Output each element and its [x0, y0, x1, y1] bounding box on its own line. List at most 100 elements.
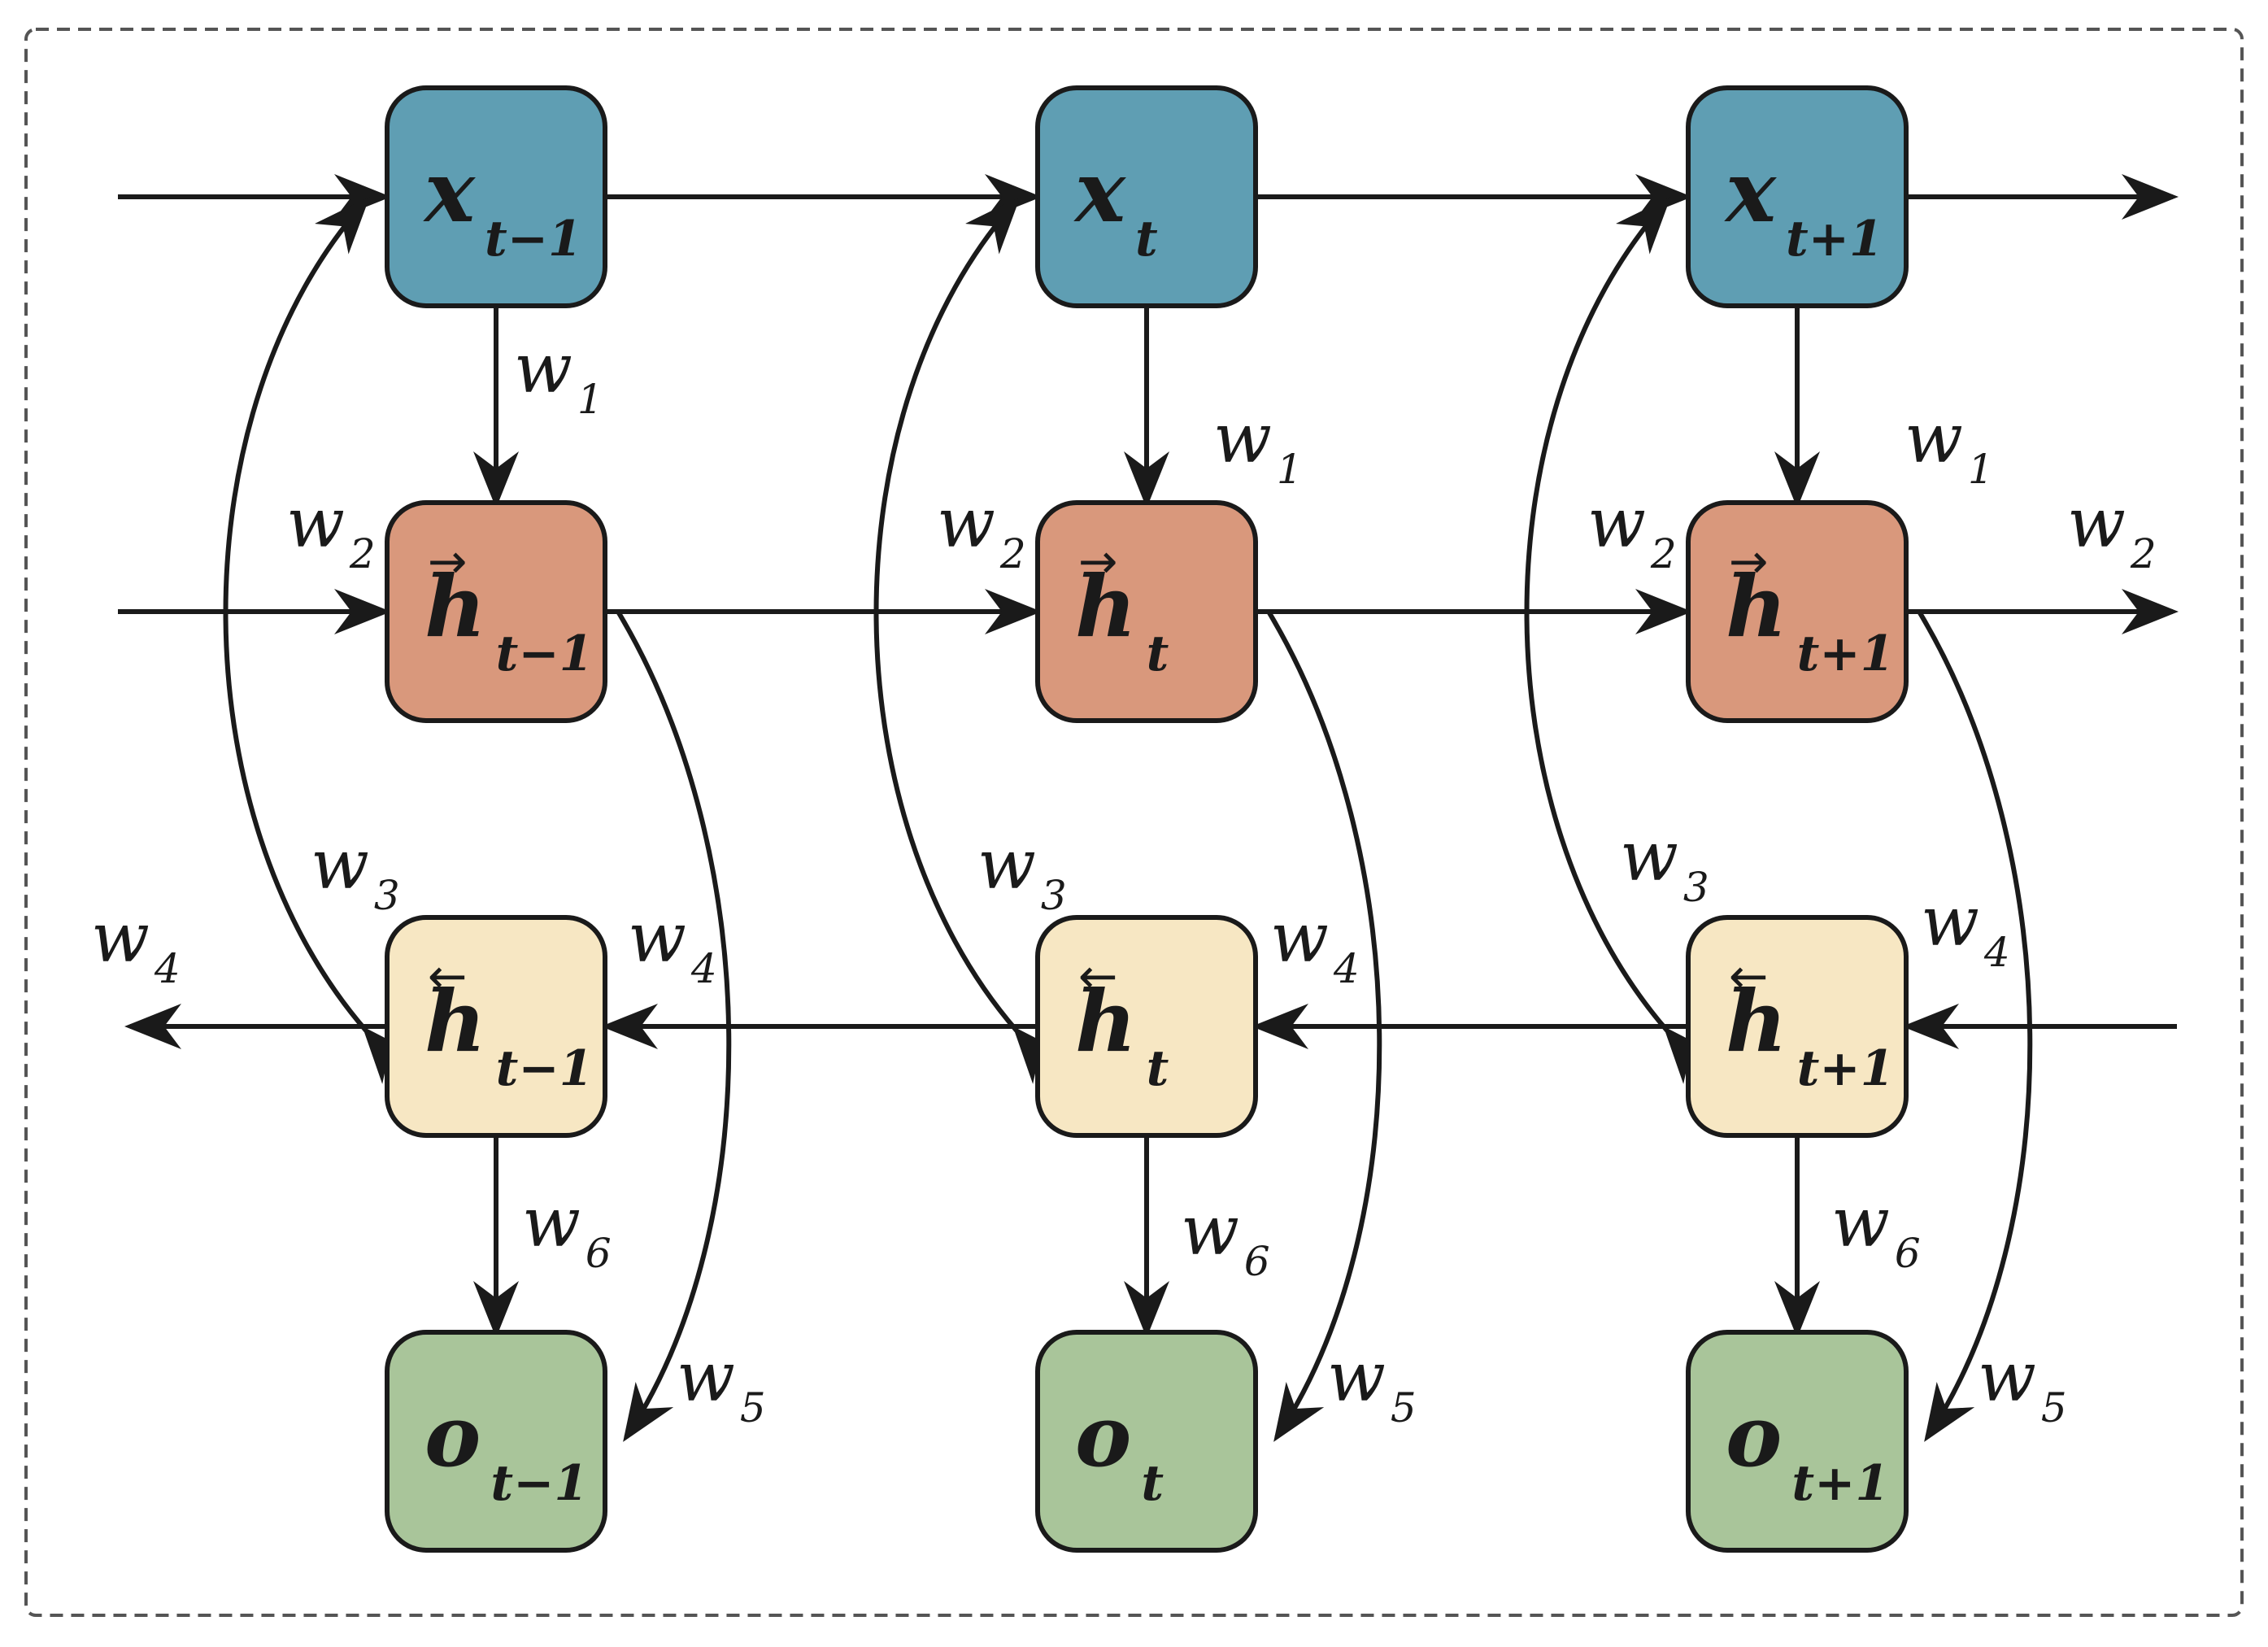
w2-label-1-main: w [937, 483, 995, 563]
w2-label-0-sub: 2 [349, 530, 376, 577]
w4-label-1-main: w [628, 898, 686, 978]
edges-layer [118, 174, 2179, 1442]
w2-label-2-sub: 2 [1650, 530, 1677, 577]
node-backward-2-box [1686, 915, 1909, 1138]
node-input-2-box [1686, 85, 1909, 308]
w5-arc-0 [616, 610, 732, 1442]
node-forward-1-label-main: h [1075, 556, 1137, 656]
w1-label-2-sub: 1 [1968, 446, 1994, 493]
node-input-2-label-sub: t+1 [1786, 211, 1883, 268]
node-forward-0-label-main: h [424, 556, 486, 656]
node-backward-0-label-sub: t−1 [496, 1040, 594, 1097]
node-input-0-label-sub: t−1 [485, 211, 582, 268]
node-output-0-label-main: o [424, 1386, 481, 1486]
w5-label-2-main: w [1978, 1337, 2036, 1417]
w6-label-0-main: w [522, 1183, 581, 1262]
w3-arc-2 [1524, 196, 1718, 1084]
node-backward-0-box [385, 915, 607, 1138]
node-input-1-label-sub: t [1135, 211, 1158, 268]
node-forward-2-box [1686, 500, 1909, 723]
w3-label-0-sub: 3 [374, 872, 400, 919]
node-input-1-box [1035, 85, 1258, 308]
w2-label-1-sub: 2 [999, 530, 1026, 577]
w5-label-1-main: w [1327, 1337, 1386, 1417]
w2-label-0-main: w [286, 483, 345, 563]
w6-label-2-main: w [1831, 1183, 1890, 1262]
node-backward-0-label-main: h [424, 971, 486, 1071]
w5-arc-2 [1917, 610, 2033, 1442]
node-backward-2-label-main: h [1726, 971, 1787, 1071]
w4-label-2-sub: 4 [1333, 945, 1360, 992]
node-output-2-box [1686, 1330, 1909, 1553]
w5-label-0-sub: 5 [740, 1384, 766, 1431]
node-forward-0-box [385, 500, 607, 723]
w3-label-2-sub: 3 [1683, 864, 1709, 911]
w2-label-3-main: w [2067, 483, 2126, 563]
node-forward-2-label-main: h [1726, 556, 1787, 656]
w1-label-0-main: w [514, 329, 572, 408]
node-output-2-label-sub: t+1 [1791, 1455, 1889, 1512]
forward-direction-arrow-0: → [428, 534, 468, 589]
w4-label-3-sub: 4 [1983, 929, 2010, 976]
backward-direction-arrow-0: ← [428, 948, 468, 1004]
forward-direction-arrow-1: → [1078, 534, 1118, 589]
w1-label-1-sub: 1 [1277, 446, 1303, 493]
w3-label-1-sub: 3 [1041, 872, 1067, 919]
w4-label-1-sub: 4 [690, 945, 717, 992]
node-backward-2-label-sub: t+1 [1797, 1040, 1895, 1097]
node-forward-2-label-sub: t+1 [1797, 625, 1895, 682]
backward-direction-arrow-1: ← [1078, 948, 1118, 1004]
w2-label-2-main: w [1587, 483, 1646, 563]
w1-label-1-main: w [1213, 399, 1272, 478]
forward-direction-arrow-2: → [1729, 534, 1769, 589]
w6-label-1-main: w [1181, 1191, 1239, 1270]
node-output-0-label-sub: t−1 [490, 1455, 588, 1512]
w3-label-2-main: w [1620, 817, 1678, 896]
w6-label-1-sub: 6 [1244, 1238, 1270, 1285]
node-forward-1-box [1035, 500, 1258, 723]
node-backward-1-label-sub: t [1147, 1040, 1169, 1097]
node-output-0-box [385, 1330, 607, 1553]
w3-label-1-main: w [977, 825, 1036, 904]
backward-direction-arrow-2: ← [1729, 948, 1769, 1004]
node-output-1-box [1035, 1330, 1258, 1553]
node-output-1-label-main: o [1075, 1386, 1131, 1486]
w4-label-3-main: w [1921, 882, 1979, 961]
w3-arc-0 [223, 196, 417, 1084]
w1-label-2-main: w [1905, 399, 1963, 478]
